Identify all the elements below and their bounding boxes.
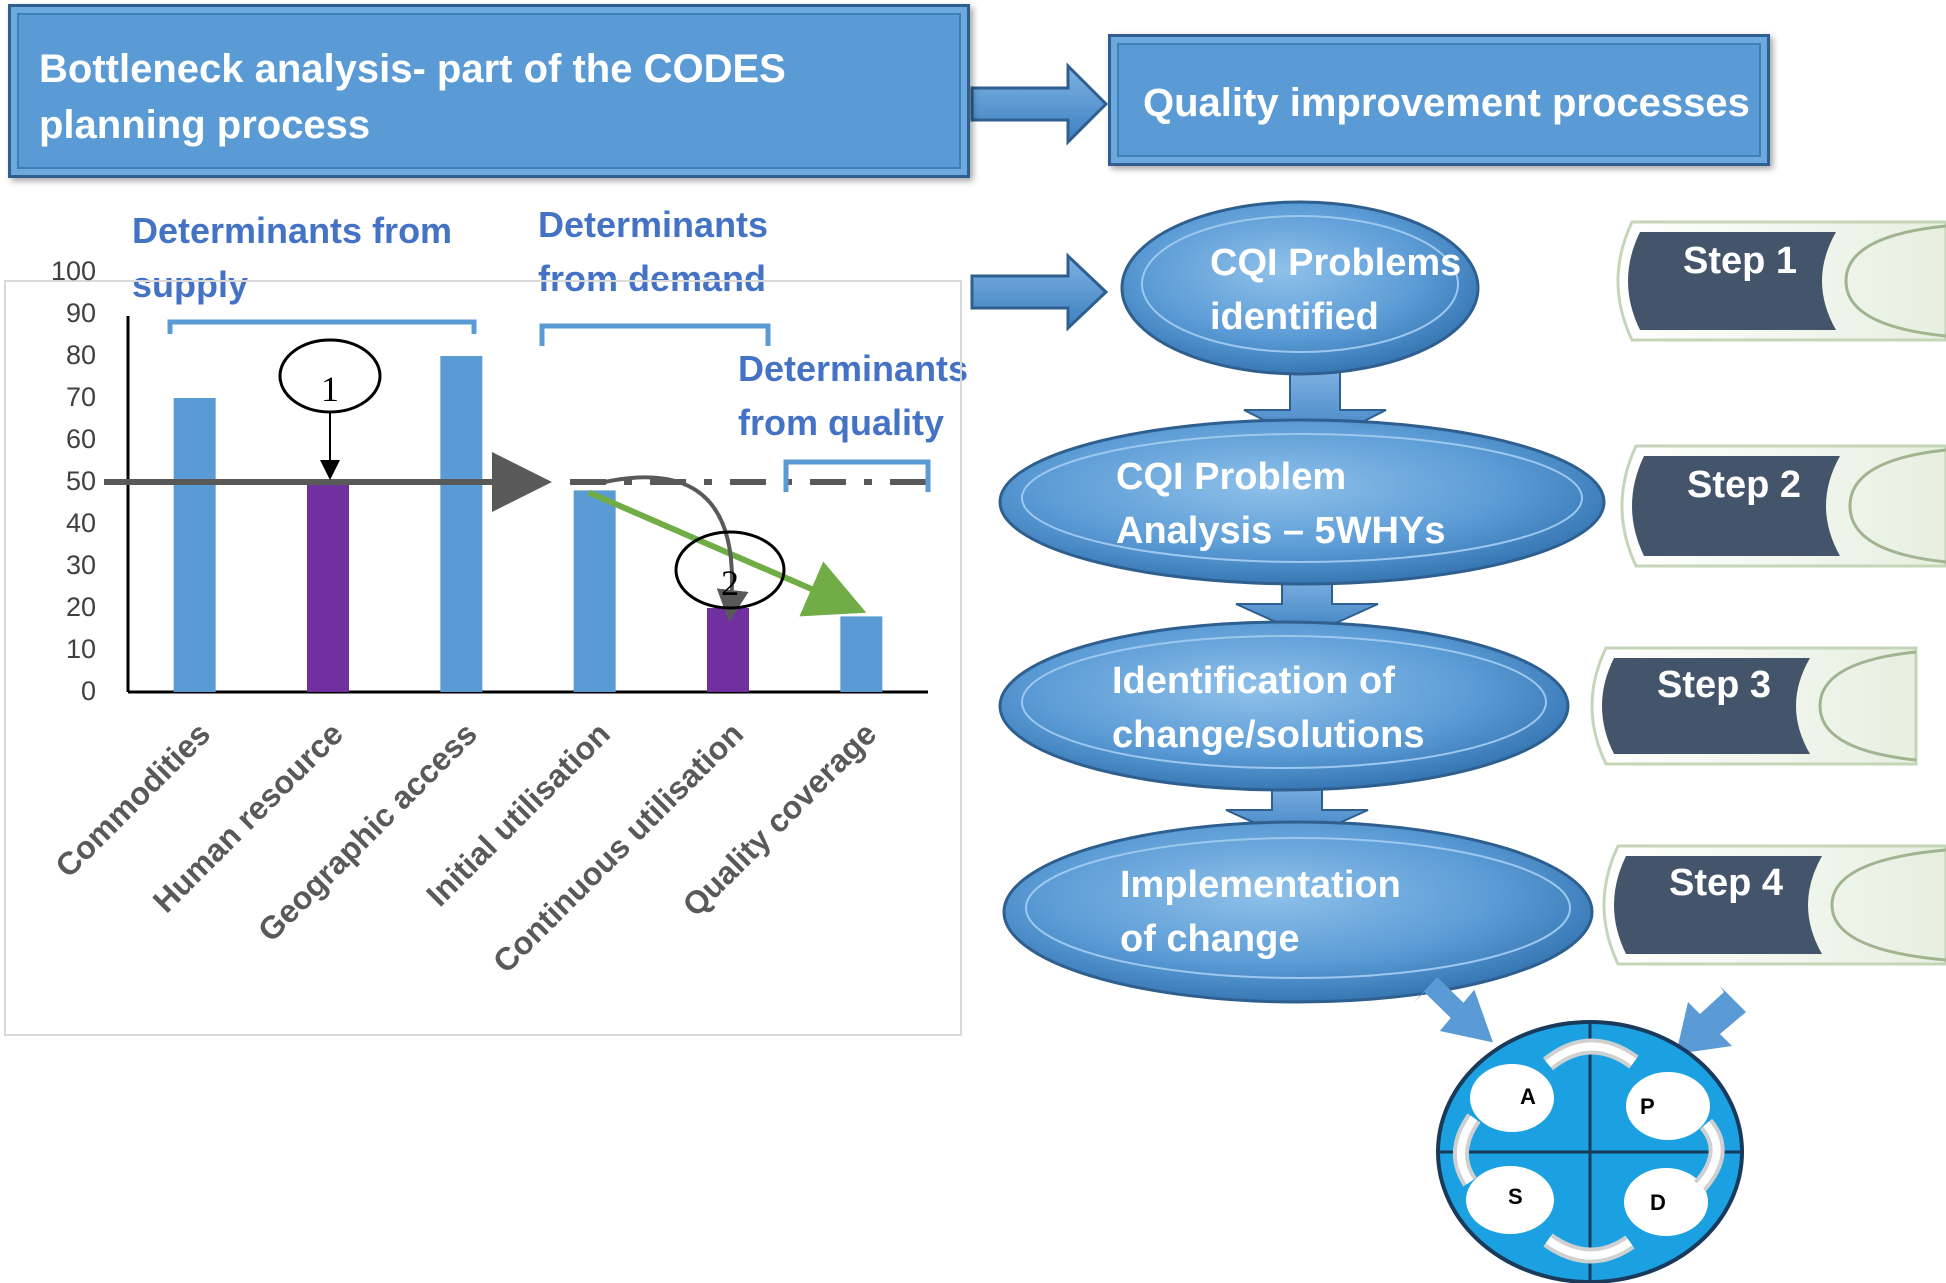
quality-improvement-title: Quality improvement processes xyxy=(1143,81,1750,125)
y-tick-label: 60 xyxy=(65,424,96,454)
step-4-label: Step 4 xyxy=(1668,862,1784,904)
bar-geographic-access xyxy=(440,356,483,692)
annotation-label-2: 2 xyxy=(721,563,739,603)
bracket-supply xyxy=(167,319,477,334)
oval-step-4 xyxy=(1002,820,1594,1004)
pdsa-plan-label: P xyxy=(1640,1094,1655,1119)
bar-quality-coverage xyxy=(840,616,883,692)
y-tick-label: 20 xyxy=(65,592,96,622)
bottleneck-analysis-banner: Bottleneck analysis- part of the CODES p… xyxy=(8,4,970,178)
oval-step-1 xyxy=(1120,200,1480,376)
y-tick-label: 40 xyxy=(65,508,96,538)
step-2-label: Step 2 xyxy=(1686,464,1802,506)
step-4-title: Implementation of change xyxy=(1120,858,1401,966)
pdsa-pointer-left xyxy=(1413,977,1493,1043)
pdsa-do-label: D xyxy=(1650,1190,1666,1215)
determinants-demand-label: Determinants from demand xyxy=(538,204,769,299)
bar-human-resource xyxy=(307,482,349,692)
y-tick-label: 70 xyxy=(65,382,96,412)
y-tick-label: 0 xyxy=(80,676,96,706)
step-1-title-line-2: identified xyxy=(1210,296,1379,338)
step-4-title-line-1: Implementation xyxy=(1120,864,1401,906)
bar-commodities xyxy=(173,398,216,692)
bracket-demand xyxy=(539,323,771,346)
step-2-title: CQI Problem Analysis – 5WHYs xyxy=(1116,450,1445,558)
bottleneck-analysis-title: Bottleneck analysis- part of the CODES p… xyxy=(39,47,786,147)
step-3-title-line-2: change/solutions xyxy=(1112,714,1425,756)
step-tab-3 xyxy=(1590,646,1918,766)
chart-frame xyxy=(4,280,962,1036)
y-tick-label: 80 xyxy=(65,340,96,370)
bottleneck-chart xyxy=(104,316,930,694)
bracket-quality xyxy=(783,459,931,492)
step-tab-2 xyxy=(1620,444,1946,568)
banner-connector-arrow xyxy=(970,62,1109,146)
determinants-supply-label: Determinants from supply xyxy=(132,210,453,305)
bar-initial-utilisation xyxy=(573,490,616,692)
step-tab-1 xyxy=(1616,220,1946,342)
bar-continuous-utilisation xyxy=(707,608,749,692)
decline-trend-arrow xyxy=(587,489,867,617)
step-4-title-line-2: of change xyxy=(1120,918,1300,960)
step-1-label: Step 1 xyxy=(1682,240,1798,282)
step-3-title: Identification of change/solutions xyxy=(1112,654,1424,762)
y-tick-label: 100 xyxy=(50,256,96,286)
y-tick-label: 50 xyxy=(65,466,96,496)
step-2-title-line-1: CQI Problem xyxy=(1116,456,1347,498)
pdsa-study-label: S xyxy=(1508,1184,1523,1209)
annotation-circle-2 xyxy=(674,530,786,610)
y-tick-label: 10 xyxy=(65,634,96,664)
step-tab-4 xyxy=(1602,844,1946,966)
oval-step-2 xyxy=(998,418,1606,586)
quality-improvement-banner: Quality improvement processes xyxy=(1108,34,1770,166)
pdsa-pointer-right xyxy=(1676,986,1746,1054)
y-tick-label: 90 xyxy=(65,298,96,328)
step-3-title-line-1: Identification of xyxy=(1112,660,1395,702)
oval-step-3 xyxy=(998,620,1570,792)
pdsa-cycle-icon xyxy=(1436,1020,1744,1283)
curved-drop-arrow xyxy=(604,475,749,622)
step-3-label: Step 3 xyxy=(1656,664,1772,706)
chart-to-process-arrow xyxy=(970,252,1109,332)
annotation-label-1: 1 xyxy=(321,369,339,409)
step-1-title-line-1: CQI Problems xyxy=(1210,242,1462,284)
step-2-title-line-2: Analysis – 5WHYs xyxy=(1116,510,1446,552)
step-1-title: CQI Problems identified xyxy=(1210,236,1461,344)
y-tick-label: 30 xyxy=(65,550,96,580)
pdsa-act-label: A xyxy=(1520,1084,1536,1109)
determinants-quality-label: Determinants from quality xyxy=(738,348,969,443)
